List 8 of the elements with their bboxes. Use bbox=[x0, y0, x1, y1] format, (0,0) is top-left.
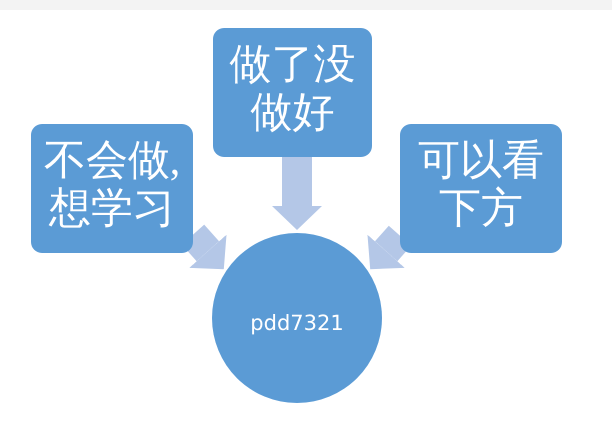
process-box bbox=[31, 124, 193, 253]
node-text: 可以看下方 bbox=[417, 138, 545, 233]
block-arrow bbox=[272, 157, 322, 230]
node-text: 做了没做好 bbox=[228, 42, 356, 137]
process-box bbox=[213, 28, 372, 157]
node-text: 不会做,想学习 bbox=[42, 138, 182, 233]
process-box bbox=[400, 124, 562, 253]
node-text: pdd7321 bbox=[250, 312, 344, 336]
